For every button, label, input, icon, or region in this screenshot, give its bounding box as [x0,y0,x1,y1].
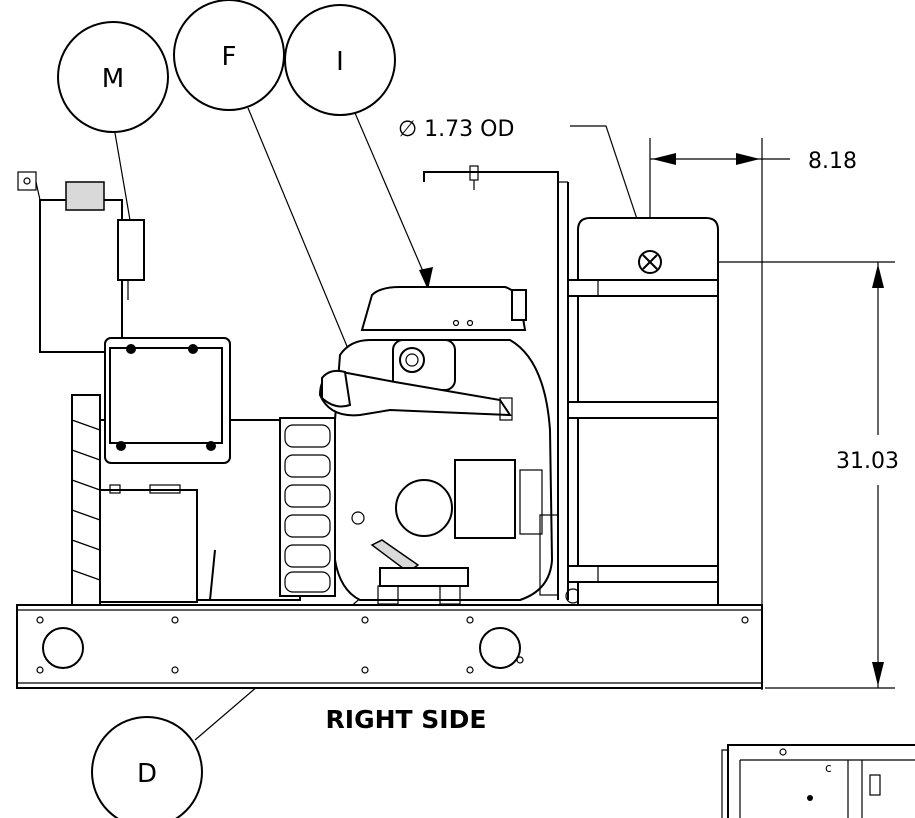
partial-view-detail: c [721,744,915,818]
callout-f-label: F [222,42,237,72]
dimension-horizontal: 8.18 [649,138,857,690]
outlet-od-label: ∅ 1.73 OD [398,117,514,142]
callout-f: F [173,0,411,499]
callout-d-label: D [137,759,157,789]
base-skid [16,604,763,689]
alternator [71,394,301,606]
muffler-tank [567,217,719,606]
fan-housing [279,417,336,597]
callout-i-label: I [336,47,344,77]
dimension-vertical: 31.03 [665,261,899,689]
view-title: RIGHT SIDE [326,705,487,734]
dimension-outlet-od: ∅ 1.73 OD [398,117,654,256]
exhaust-system [423,165,581,604]
callout-m-label: M [102,64,124,94]
engine [318,286,554,605]
horizontal-dimension-label: 8.18 [808,149,857,174]
callout-i: I [284,4,433,290]
control-panel [17,171,231,464]
callout-d: D [91,589,371,818]
vertical-dimension-label: 31.03 [836,449,899,474]
svg-text:c: c [825,761,832,775]
